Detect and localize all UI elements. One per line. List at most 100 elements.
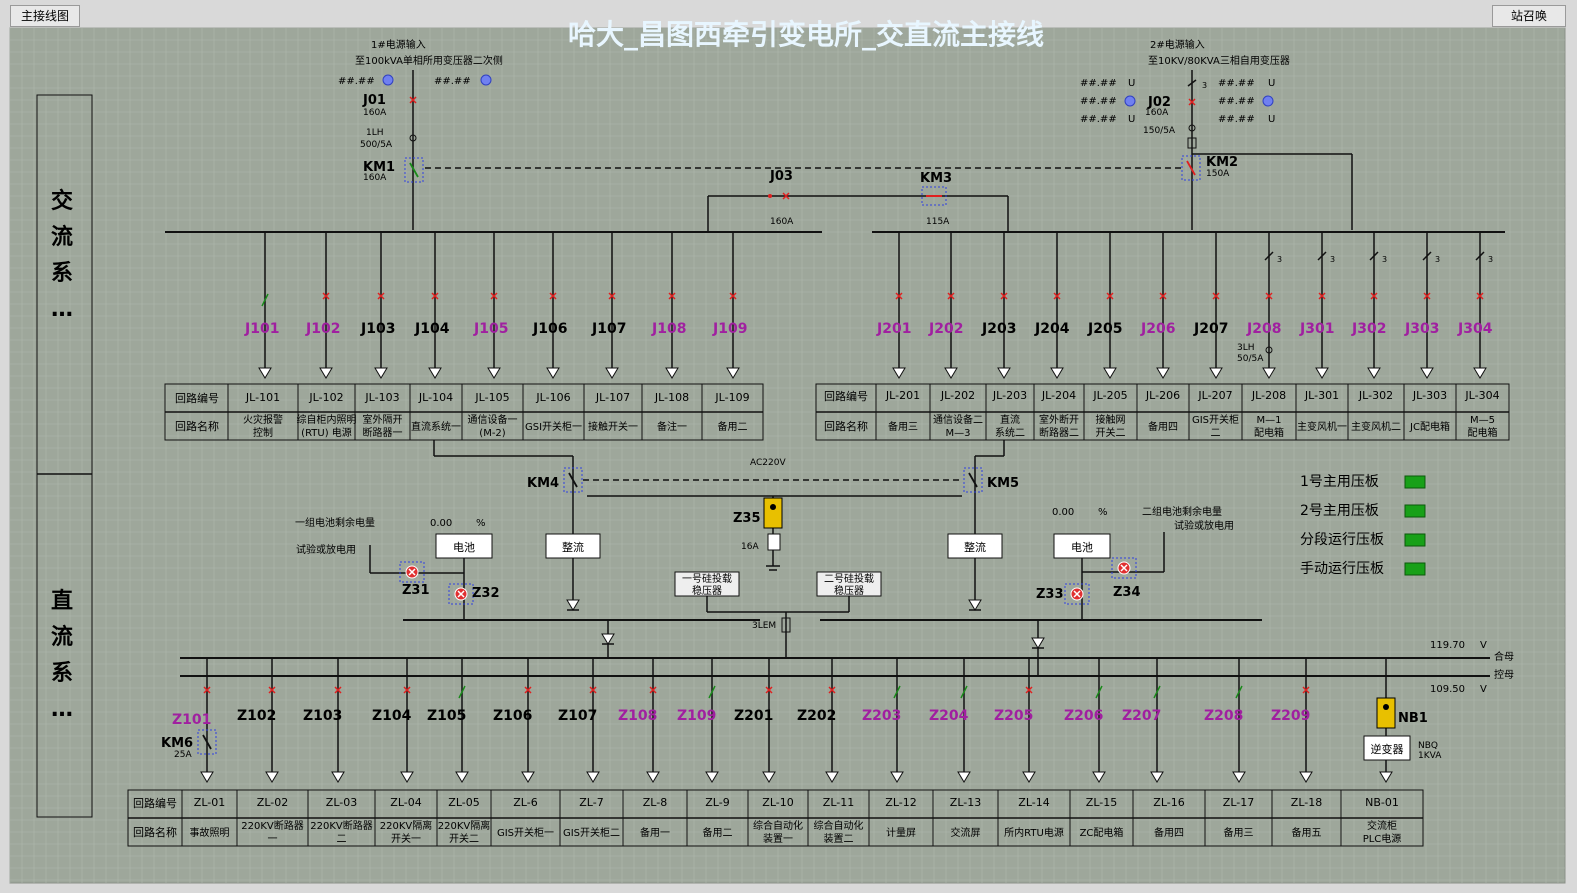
inverter-box[interactable] (1363, 735, 1411, 761)
feeder-name-j108[interactable]: J108 (651, 321, 686, 337)
feeder-name-j208[interactable]: J208 (1246, 321, 1281, 337)
z32-box[interactable] (448, 583, 474, 605)
feeder-name-j107[interactable]: J107 (591, 321, 626, 337)
feeder-name-j204[interactable]: J204 (1034, 321, 1070, 337)
load-arrow (944, 367, 958, 379)
legend-label[interactable]: 手动运行压板 (1300, 561, 1384, 577)
table-cell-name: 交流屏 (951, 826, 981, 839)
km6-rate: 25A (174, 750, 192, 760)
switch-blade (1153, 685, 1161, 699)
j01-rate: 160A (363, 108, 387, 118)
breaker-mark (668, 292, 676, 300)
load-arrow (1209, 367, 1223, 379)
km3-box[interactable] (921, 186, 947, 206)
dc-feeder-z104[interactable]: Z104 (372, 708, 412, 724)
j208-lhr: 50/5A (1237, 354, 1264, 364)
table-cell-code: JL-203 (992, 389, 1027, 402)
legend-plate[interactable] (1404, 533, 1426, 547)
feeder-name-j304[interactable]: J304 (1457, 321, 1493, 337)
feeder-name-j106[interactable]: J106 (532, 321, 567, 337)
z31-box[interactable] (399, 561, 425, 583)
breaker-mark (649, 686, 657, 694)
legend-label[interactable]: 1号主用压板 (1300, 474, 1379, 490)
z34-box[interactable] (1111, 557, 1137, 579)
table-cell-code: JL-204 (1041, 389, 1076, 402)
contactor-blade (568, 472, 578, 488)
table-cell-name: 备用四 (1154, 826, 1184, 839)
dc-feeder-z108[interactable]: Z108 (618, 708, 657, 724)
dc-feeder-z204[interactable]: Z204 (929, 708, 969, 724)
table-cell-name: 直流 (1000, 413, 1020, 426)
regulator-2[interactable] (816, 571, 882, 597)
feeder-name-j203[interactable]: J203 (981, 321, 1016, 337)
feeder-name-j301[interactable]: J301 (1299, 321, 1334, 337)
z35-device[interactable] (763, 497, 783, 529)
breaker-mark (895, 292, 903, 300)
dc-feeder-z109[interactable]: Z109 (677, 708, 716, 724)
legend-plate[interactable] (1404, 562, 1426, 576)
feeder-name-j109[interactable]: J109 (712, 321, 747, 337)
table-cell-code: ZL-02 (257, 796, 288, 809)
table-cell-name: M—3 (946, 428, 971, 439)
feeder-name-j104[interactable]: J104 (414, 321, 450, 337)
table-cell-name: 配电箱 (1254, 426, 1284, 439)
feeder-name-j207[interactable]: J207 (1193, 321, 1228, 337)
legend-plate[interactable] (1404, 475, 1426, 489)
dc-feeder-z203[interactable]: Z203 (862, 708, 901, 724)
contact (768, 194, 772, 198)
contactor-box[interactable] (963, 467, 983, 493)
z33-box[interactable] (1064, 583, 1090, 605)
contactor-box[interactable] (563, 467, 583, 493)
station-recall-button[interactable]: 站召唤 (1492, 5, 1566, 27)
dc-feeder-z208[interactable]: Z208 (1204, 708, 1243, 724)
contactor-box[interactable] (404, 157, 424, 183)
dc-feeder-z206[interactable]: Z206 (1064, 708, 1103, 724)
legend-label[interactable]: 2号主用压板 (1300, 503, 1379, 519)
dc-feeder-z205[interactable]: Z205 (994, 708, 1033, 724)
dc-feeder-z207[interactable]: Z207 (1122, 708, 1161, 724)
legend-label[interactable]: 分段运行压板 (1300, 532, 1384, 548)
feeder-name-j302[interactable]: J302 (1351, 321, 1386, 337)
z32-name: Z32 (472, 586, 500, 601)
dc-feeder-z103[interactable]: Z103 (303, 708, 342, 724)
feeder-name-j105[interactable]: J105 (473, 321, 508, 337)
feeder-name-j205[interactable]: J205 (1087, 321, 1122, 337)
feeder-name-j206[interactable]: J206 (1140, 321, 1175, 337)
switch-blade (1095, 685, 1103, 699)
switch-blade (893, 685, 901, 699)
dc-feeder-z202[interactable]: Z202 (797, 708, 836, 724)
km2-name: KM2 (1206, 155, 1238, 170)
km3-name: KM3 (920, 171, 952, 186)
feeder-name-j102[interactable]: J102 (305, 321, 340, 337)
dc-feeder-z209[interactable]: Z209 (1271, 708, 1310, 724)
table-cell-name: PLC电源 (1363, 832, 1402, 845)
dc-feeder-z107[interactable]: Z107 (558, 708, 597, 724)
rectifier-2[interactable] (947, 533, 1003, 559)
nb1-device[interactable] (1376, 697, 1396, 729)
regulator-1-label: 稳压器 (692, 584, 722, 597)
battery-1[interactable] (435, 533, 493, 559)
load-arrow (892, 367, 906, 379)
feeder-name-j101[interactable]: J101 (244, 321, 279, 337)
feeder-name-j303[interactable]: J303 (1404, 321, 1439, 337)
table-cell-name: 二 (337, 834, 347, 845)
feeder-name-j202[interactable]: J202 (928, 321, 963, 337)
dc-feeder-z101[interactable]: Z101 (172, 712, 211, 728)
table-cell-name: GIS开关柜 (1192, 413, 1239, 426)
rectifier-1[interactable] (545, 533, 601, 559)
contactor-box[interactable] (197, 729, 217, 755)
battery-2-value: 0.00 (1052, 507, 1074, 518)
table-cell-code: JL-105 (474, 391, 509, 404)
phase-count: 3 (1202, 81, 1207, 90)
main-wiring-button[interactable]: 主接线图 (10, 5, 80, 27)
dc-feeder-z105[interactable]: Z105 (427, 708, 466, 724)
feeder-name-j103[interactable]: J103 (360, 321, 395, 337)
dc-feeder-z106[interactable]: Z106 (493, 708, 532, 724)
table-cell-name: 备用一 (640, 826, 670, 839)
legend-plate[interactable] (1404, 504, 1426, 518)
feeder-name-j201[interactable]: J201 (876, 321, 911, 337)
dc-feeder-z201[interactable]: Z201 (734, 708, 773, 724)
dc-feeder-z102[interactable]: Z102 (237, 708, 276, 724)
contactor-box[interactable] (1181, 155, 1201, 181)
table-cell-code: JL-108 (654, 391, 689, 404)
